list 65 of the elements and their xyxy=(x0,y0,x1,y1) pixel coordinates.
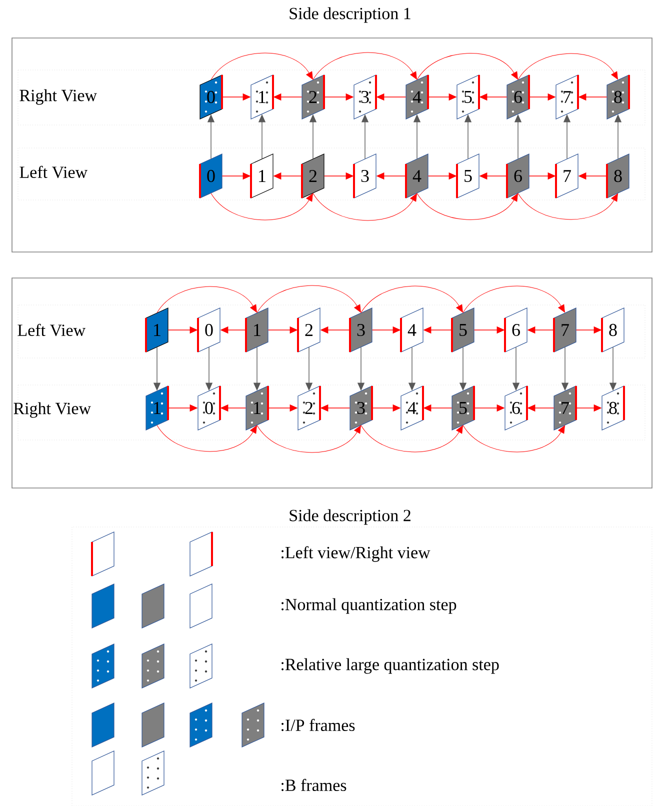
row-label: Left View xyxy=(20,166,88,178)
arrow xyxy=(156,424,257,452)
video-frame: 5 xyxy=(452,386,475,430)
video-frame: 6 xyxy=(506,74,530,120)
video-frame: 8 xyxy=(602,386,625,430)
row-label: Right View xyxy=(20,89,97,105)
video-frame: 1 xyxy=(246,386,269,430)
arrow xyxy=(416,53,518,80)
arrow xyxy=(518,192,618,220)
video-frame: 1 xyxy=(250,74,274,120)
arrow xyxy=(518,53,618,80)
video-frame: 1 xyxy=(245,308,268,352)
legend-text: :Relative large quantization step xyxy=(282,658,499,674)
arrow xyxy=(210,52,313,80)
video-frame: 7 xyxy=(553,308,576,352)
legend-text: :Left view/Right view xyxy=(282,546,430,562)
video-frame: 7 xyxy=(554,386,577,430)
video-frame: 4 xyxy=(400,308,424,352)
panel-title: Side description 2 xyxy=(290,509,410,525)
arrow xyxy=(210,192,313,220)
video-frame: 6 xyxy=(506,154,530,198)
video-frame: 5 xyxy=(456,74,480,120)
video-frame: 7 xyxy=(556,74,579,120)
arrow xyxy=(360,424,463,452)
arrow xyxy=(462,424,565,452)
video-frame: 7 xyxy=(555,154,578,198)
arrow xyxy=(312,192,417,221)
video-frame: 6 xyxy=(504,386,528,430)
video-frame: 3 xyxy=(349,308,372,352)
video-frame: 2 xyxy=(298,386,321,430)
legend-text: :B frames xyxy=(282,778,346,792)
video-frame: 1 xyxy=(145,308,168,352)
video-frame: 8 xyxy=(606,154,630,198)
video-frame: 4 xyxy=(400,386,424,430)
video-frame: 2 xyxy=(301,154,324,198)
video-frame: 8 xyxy=(606,74,630,120)
legend-text: :Normal quantization step xyxy=(282,598,456,614)
video-frame: 3 xyxy=(354,74,377,120)
video-frame: 1 xyxy=(146,386,169,430)
arrow xyxy=(156,286,257,314)
video-frame: 8 xyxy=(601,308,624,352)
row-label: Right View xyxy=(14,402,91,418)
arrow xyxy=(462,286,565,314)
row-label: Left View xyxy=(18,324,86,336)
arrow xyxy=(360,286,463,314)
video-frame: 4 xyxy=(406,74,429,120)
legend-text: :I/P frames xyxy=(282,718,355,732)
arrow xyxy=(256,285,361,314)
video-frame: 1 xyxy=(250,154,274,198)
arrow xyxy=(256,424,361,453)
video-frame: 2 xyxy=(302,74,325,120)
video-frame: 3 xyxy=(353,154,376,198)
video-frame: 0 xyxy=(197,308,220,352)
arrow xyxy=(416,192,518,220)
panel-title: Side description 1 xyxy=(290,7,410,23)
video-frame: 4 xyxy=(405,154,428,198)
video-frame: 5 xyxy=(451,308,474,352)
video-frame: 2 xyxy=(297,308,320,352)
video-frame: 6 xyxy=(504,308,528,352)
video-frame: 0 xyxy=(199,154,222,198)
arrow xyxy=(312,52,417,80)
video-frame: 0 xyxy=(198,386,221,430)
video-frame: 5 xyxy=(456,154,480,198)
video-frame: 0 xyxy=(200,74,223,120)
video-frame: 3 xyxy=(350,386,373,430)
